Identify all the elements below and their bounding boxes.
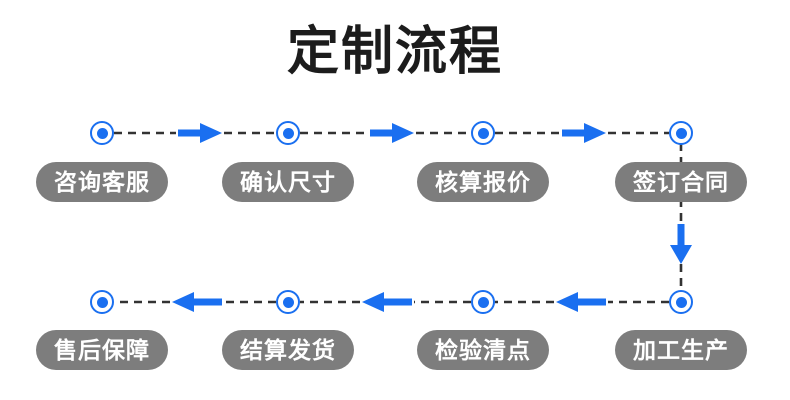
step-label-inspection[interactable]: 检验清点 — [417, 330, 549, 370]
step-label-after-sales[interactable]: 售后保障 — [36, 330, 168, 370]
node-dot — [675, 127, 687, 139]
node-marker-inspection[interactable] — [471, 290, 495, 314]
arrow-left-r2-1 — [556, 292, 606, 312]
node-dot — [96, 127, 108, 139]
step-label-quote[interactable]: 核算报价 — [417, 162, 549, 202]
node-dot — [477, 296, 489, 308]
node-dot — [282, 127, 294, 139]
step-label-sign-contract[interactable]: 签订合同 — [615, 162, 747, 202]
node-marker-sign-contract[interactable] — [669, 121, 693, 145]
node-dot — [96, 296, 108, 308]
node-marker-quote[interactable] — [471, 121, 495, 145]
node-dot — [477, 127, 489, 139]
step-label-consult[interactable]: 咨询客服 — [36, 162, 168, 202]
page-title: 定制流程 — [286, 23, 503, 81]
node-dot — [675, 296, 687, 308]
arrow-right-r1-2 — [370, 123, 414, 143]
node-marker-after-sales[interactable] — [90, 290, 114, 314]
node-marker-settle-ship[interactable] — [276, 290, 300, 314]
node-marker-consult[interactable] — [90, 121, 114, 145]
step-label-confirm-size[interactable]: 确认尺寸 — [222, 162, 354, 202]
arrow-right-r1-3 — [562, 123, 606, 143]
arrow-down — [670, 224, 692, 264]
arrow-left-r2-2 — [362, 292, 412, 312]
node-marker-confirm-size[interactable] — [276, 121, 300, 145]
node-dot — [282, 296, 294, 308]
arrow-left-r2-3 — [172, 292, 222, 312]
arrow-right-r1-1 — [178, 123, 222, 143]
node-marker-production[interactable] — [669, 290, 693, 314]
step-label-settle-ship[interactable]: 结算发货 — [222, 330, 354, 370]
step-label-production[interactable]: 加工生产 — [615, 330, 747, 370]
